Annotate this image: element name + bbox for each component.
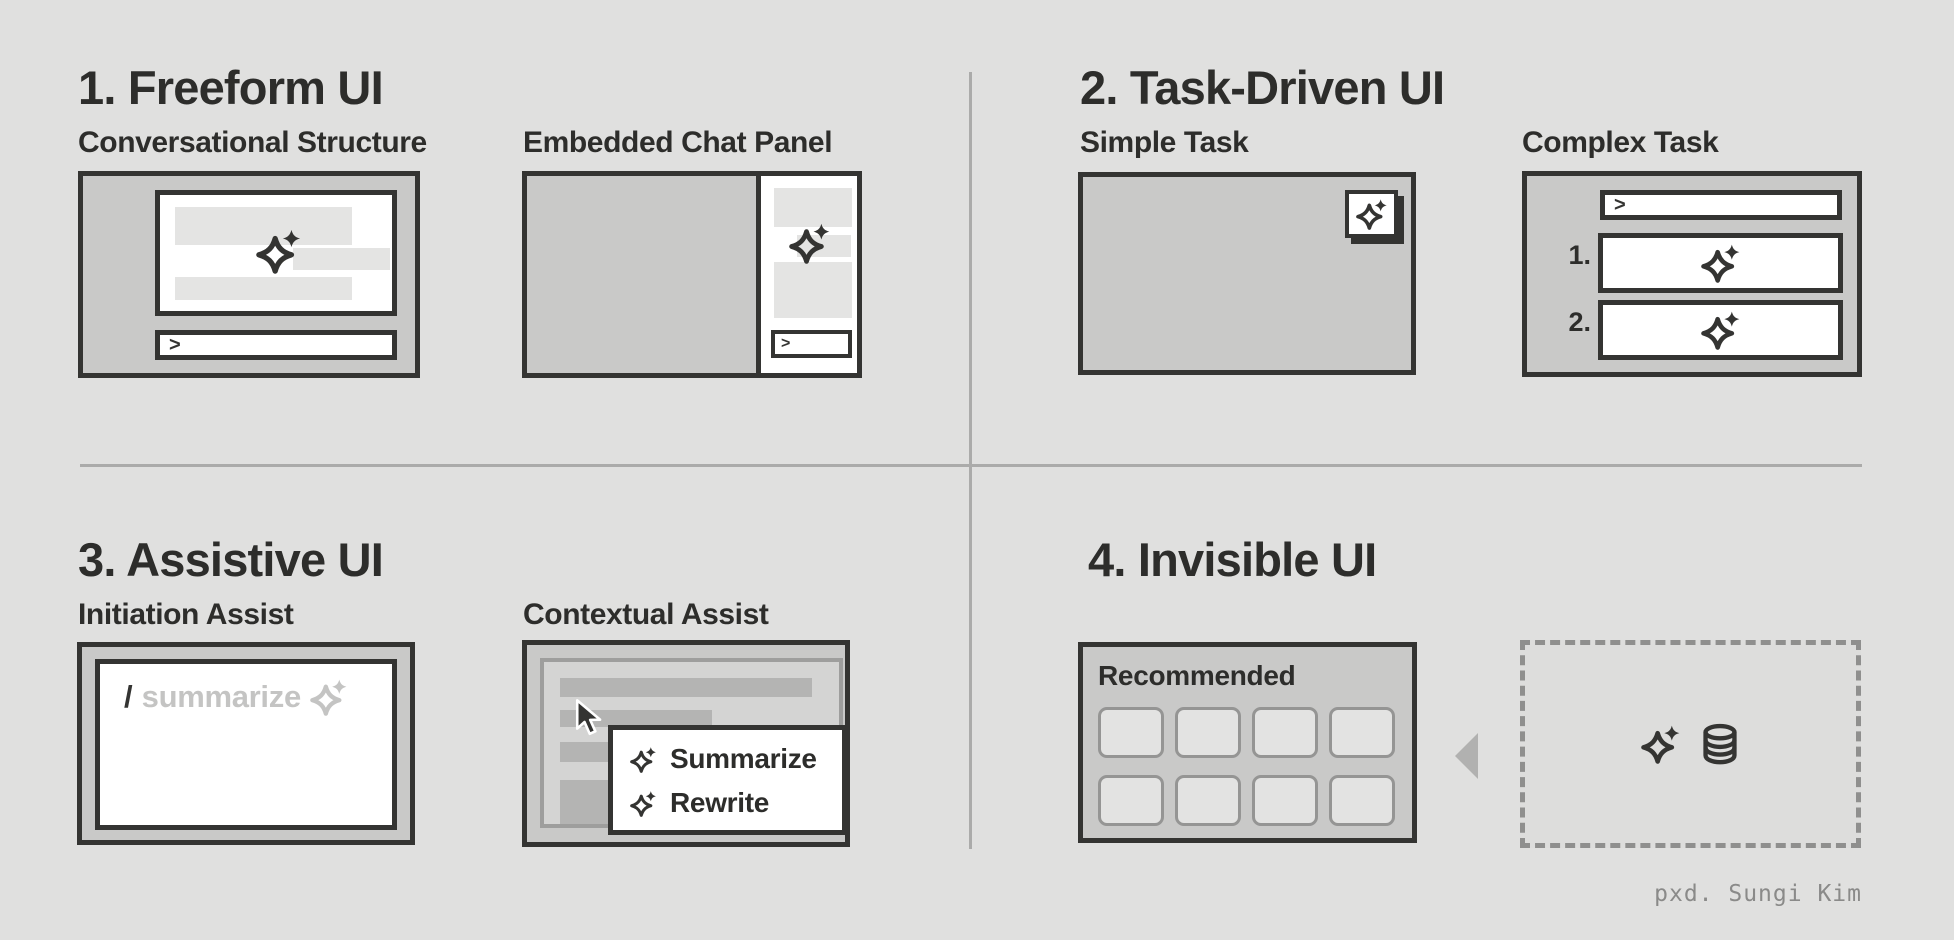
horizontal-divider — [80, 464, 1862, 467]
simple-task-mockup — [1078, 172, 1416, 375]
prompt-chevron: > — [1614, 194, 1626, 216]
initiation-assist-mockup: /summarize — [77, 642, 415, 845]
recommended-mockup: Recommended — [1078, 642, 1417, 843]
sparkle-icon — [310, 678, 348, 716]
menu-item-summarize: Summarize — [630, 737, 836, 781]
text-placeholder-bar — [560, 780, 608, 824]
invisible-backend-box — [1520, 640, 1861, 848]
chat-message-panel — [155, 190, 397, 316]
left-arrow-icon — [1455, 733, 1478, 779]
conversational-structure-mockup: > — [78, 171, 420, 378]
context-menu: Summarize Rewrite — [608, 725, 847, 835]
sparkle-icon — [1701, 243, 1741, 283]
text-placeholder-bar — [774, 262, 852, 318]
vertical-divider — [969, 72, 972, 849]
recommended-item — [1329, 775, 1395, 826]
chat-sidebar: > — [756, 176, 857, 373]
prompt-chevron: > — [781, 335, 791, 352]
text-placeholder-bar — [175, 277, 352, 300]
sparkle-icon — [256, 228, 302, 274]
contextual-assist-mockup: Summarize Rewrite — [522, 640, 850, 847]
text-placeholder-bar — [774, 188, 852, 227]
caption-initiation-assist: Initiation Assist — [78, 598, 294, 631]
cursor-icon — [573, 698, 605, 738]
editor-panel: /summarize — [95, 659, 397, 830]
task-step-box — [1598, 233, 1843, 293]
task-prompt-input: > — [1600, 190, 1842, 220]
caption-conversational-structure: Conversational Structure — [78, 126, 427, 159]
recommended-item — [1098, 775, 1164, 826]
section-title-assistive: 3. Assistive UI — [78, 533, 384, 586]
database-icon — [1699, 723, 1741, 765]
menu-item-rewrite: Rewrite — [630, 781, 836, 825]
credit-text: pxd. Sungi Kim — [1654, 881, 1862, 907]
complex-task-mockup: > 1. 2. — [1522, 171, 1862, 377]
menu-item-label: Summarize — [670, 743, 817, 774]
task-step-box — [1598, 300, 1843, 360]
menu-item-label: Rewrite — [670, 787, 770, 818]
caption-simple-task: Simple Task — [1080, 126, 1249, 159]
caption-contextual-assist: Contextual Assist — [523, 598, 769, 631]
ghost-command-text: summarize — [141, 678, 302, 714]
caption-complex-task: Complex Task — [1522, 126, 1719, 159]
section-title-invisible: 4. Invisible UI — [1088, 533, 1377, 586]
sparkle-icon — [630, 790, 657, 817]
step-number: 1. — [1568, 240, 1591, 270]
embedded-chat-panel-mockup: > — [522, 171, 862, 378]
chat-prompt-input: > — [155, 330, 397, 360]
sidebar-prompt-input: > — [771, 330, 852, 358]
slash-command-hint: /summarize — [124, 678, 392, 716]
step-number: 2. — [1568, 307, 1591, 337]
text-placeholder-bar — [175, 207, 352, 245]
ai-action-button — [1345, 190, 1398, 238]
text-placeholder-bar — [560, 710, 712, 727]
slash-glyph: / — [124, 678, 133, 714]
recommended-item — [1252, 775, 1318, 826]
sparkle-icon — [1701, 310, 1741, 350]
recommended-item — [1252, 707, 1318, 758]
sparkle-icon — [630, 746, 657, 773]
recommended-item — [1175, 775, 1241, 826]
section-title-freeform: 1. Freeform UI — [78, 61, 384, 114]
text-placeholder-bar — [293, 248, 390, 270]
sparkle-icon — [1641, 724, 1681, 764]
recommended-item — [1098, 707, 1164, 758]
recommended-item — [1329, 707, 1395, 758]
section-title-task-driven: 2. Task-Driven UI — [1080, 61, 1445, 114]
sparkle-icon — [789, 222, 831, 264]
text-placeholder-bar — [560, 678, 812, 697]
caption-embedded-chat-panel: Embedded Chat Panel — [523, 126, 833, 159]
sparkle-icon — [1356, 198, 1388, 230]
prompt-chevron: > — [169, 334, 181, 356]
recommended-heading: Recommended — [1098, 660, 1296, 691]
recommended-item — [1175, 707, 1241, 758]
